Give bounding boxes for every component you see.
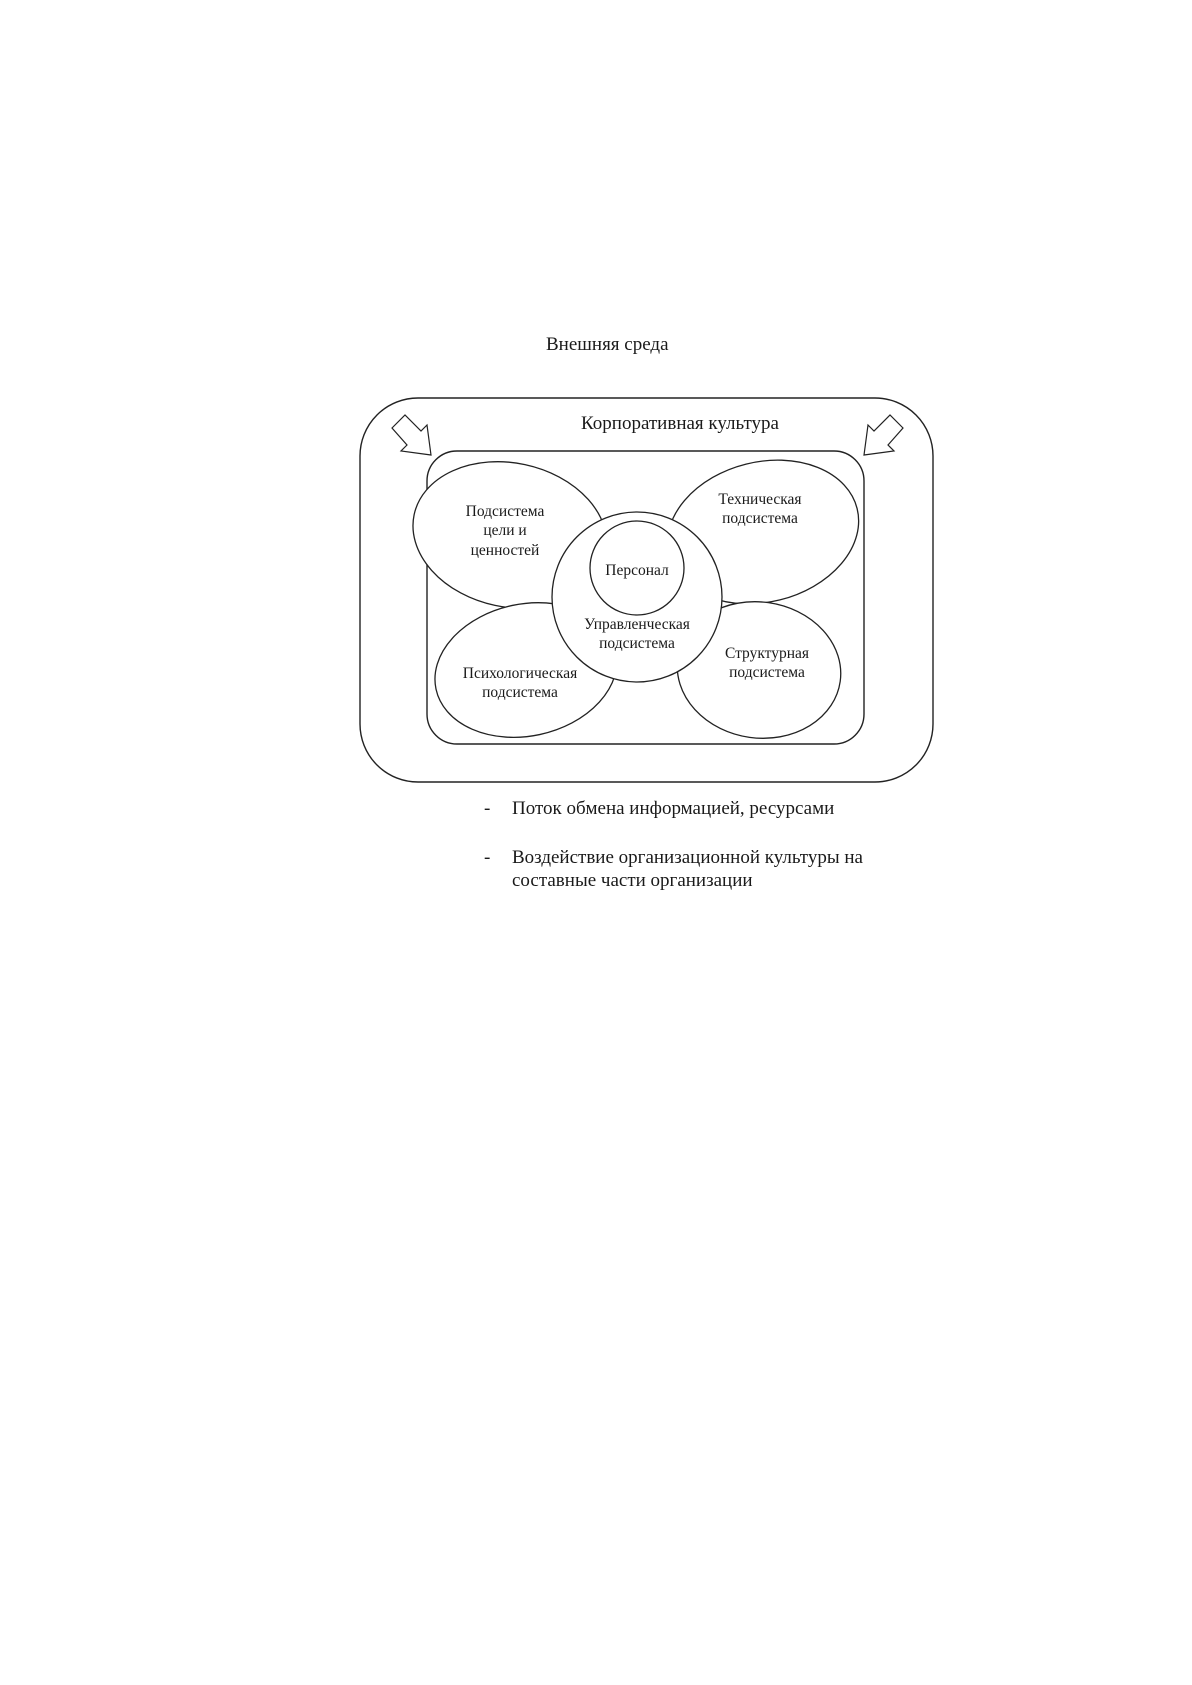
legend-dash: - (484, 847, 490, 870)
goals-values-label: Подсистема цели и ценностей (440, 502, 570, 560)
arrow-right-icon (864, 415, 903, 455)
structural-label: Структурная подсистема (702, 644, 832, 683)
technical-label: Техническая подсистема (695, 490, 825, 529)
legend-text: Поток обмена информацией, ресурсами (512, 798, 932, 821)
external-environment-label: Внешняя среда (546, 333, 806, 357)
personnel-label: Персонал (590, 561, 684, 580)
legend-text: Воздействие организационной культуры на … (512, 847, 902, 893)
arrow-left-icon (392, 415, 431, 455)
legend-dash: - (484, 798, 490, 821)
management-label: Управленческая подсистема (567, 615, 707, 654)
corporate-culture-label: Корпоративная культура (530, 412, 830, 436)
psychological-label: Психологическая подсистема (445, 664, 595, 703)
